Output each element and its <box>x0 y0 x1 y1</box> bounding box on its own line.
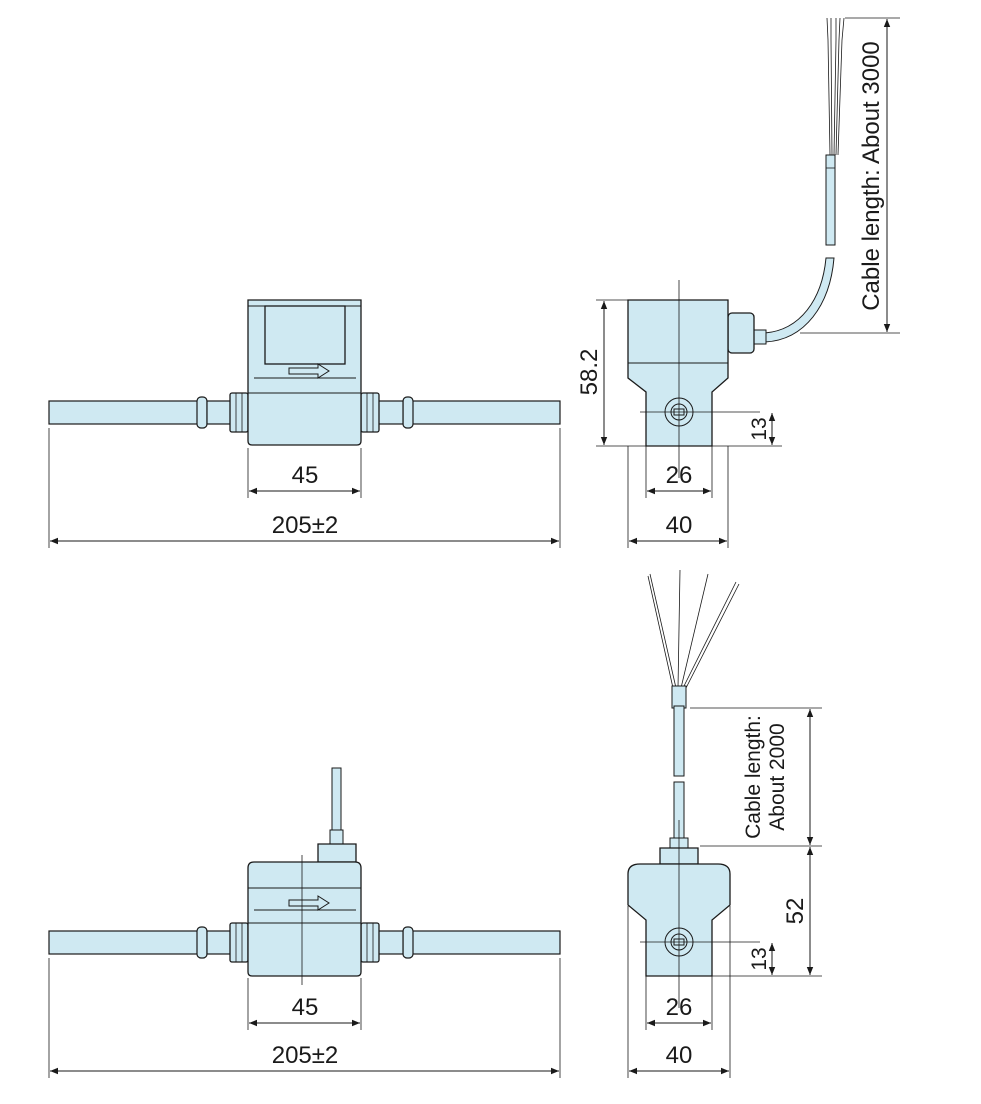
meter-window <box>264 305 346 365</box>
left-pipe-ring <box>196 396 208 429</box>
model-b-front-view: 45 205±2 <box>48 767 561 1078</box>
flow-arrow-icon <box>288 363 330 379</box>
cable-length-label: Cable length: About 3000 <box>858 41 885 311</box>
height-dimension-label: 52 <box>782 898 809 925</box>
port-offset-label: 13 <box>748 947 771 970</box>
wire-bundle <box>649 569 737 689</box>
cable <box>764 257 835 343</box>
model-b-side-view: 13 52 Cable length: About 2000 26 40 <box>627 569 822 1078</box>
meter-body <box>247 861 362 977</box>
side-connector <box>727 312 755 354</box>
flow-arrow-icon <box>288 895 330 911</box>
cable-length-label-line2: About 2000 <box>766 723 789 830</box>
length-dimension-label: 205±2 <box>272 512 339 539</box>
base-width-label: 26 <box>666 462 693 489</box>
port-offset-label: 13 <box>748 417 771 440</box>
top-connector <box>317 843 357 863</box>
total-width-label: 40 <box>666 1042 693 1069</box>
length-dimension-label: 205±2 <box>272 1042 339 1069</box>
cable-length-label-line1: Cable length: <box>742 715 765 839</box>
model-a-front-view: 45 205±2 <box>48 299 561 548</box>
width-dimension-label: 45 <box>292 994 319 1021</box>
right-pipe <box>409 400 561 425</box>
left-nut <box>229 392 249 433</box>
top-cable <box>331 767 342 833</box>
total-width-label: 40 <box>666 512 693 539</box>
right-pipe-ring <box>402 396 414 429</box>
height-dimension-label: 58.2 <box>576 349 603 396</box>
side-housing <box>627 299 729 447</box>
base-width-label: 26 <box>666 994 693 1021</box>
right-nut <box>360 392 380 433</box>
width-dimension-label: 45 <box>292 462 319 489</box>
left-pipe <box>48 400 200 425</box>
model-a-side-view: 58.2 13 26 40 Cable length: About 3000 <box>576 17 900 548</box>
